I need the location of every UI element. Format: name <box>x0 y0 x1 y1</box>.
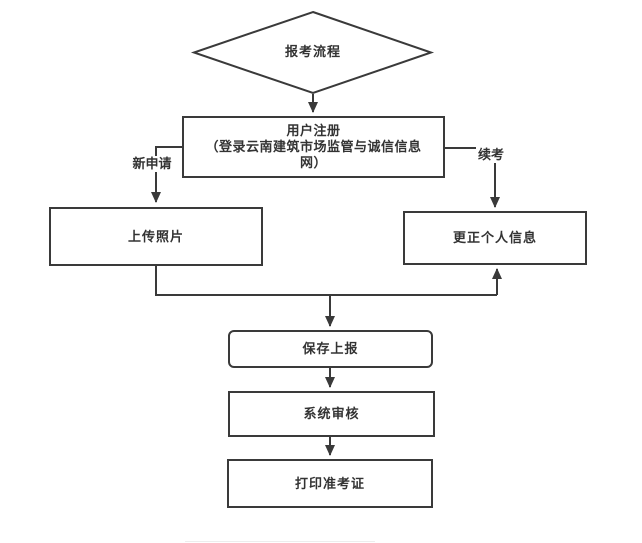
node-user-registration: 用户注册 （登录云南建筑市场监管与诚信信息 网） <box>182 116 445 178</box>
node-user-registration-line1: 用户注册 <box>286 123 341 138</box>
node-system-review: 系统审核 <box>228 391 435 437</box>
start-diamond-shape <box>190 10 435 95</box>
node-save-submit: 保存上报 <box>228 330 433 368</box>
branch-label-continue-exam: 续考 <box>476 147 506 163</box>
branch-label-new-application: 新申请 <box>129 156 175 172</box>
node-correct-personal-info: 更正个人信息 <box>403 211 587 265</box>
start-diamond-label: 报考流程 <box>284 44 341 59</box>
bottom-edge-artifact <box>185 541 375 542</box>
node-print-admission-ticket: 打印准考证 <box>227 459 433 508</box>
connector-register-to-upload <box>151 146 182 203</box>
node-upload-photo: 上传照片 <box>49 207 263 266</box>
connector-merge-rail <box>155 266 497 296</box>
node-user-registration-line3: 网） <box>299 155 327 170</box>
node-user-registration-line2: （登录云南建筑市场监管与诚信信息 <box>205 139 422 154</box>
